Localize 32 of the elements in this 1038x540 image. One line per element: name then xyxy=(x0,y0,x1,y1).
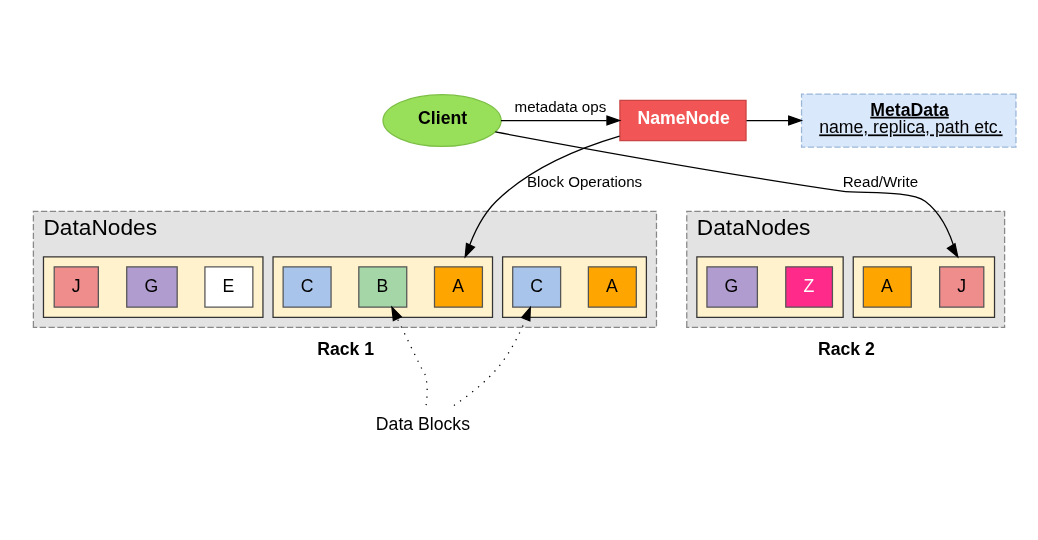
cluster xyxy=(696,256,844,318)
node-box: C xyxy=(282,266,332,308)
edge-label: Read/Write xyxy=(842,172,919,190)
node-box: C xyxy=(512,266,562,308)
node-box: NameNode xyxy=(619,99,747,142)
node-label: Rack 2 xyxy=(817,339,875,360)
arrow xyxy=(494,131,959,259)
node-box: MetaData name, replica, path etc. xyxy=(800,93,1017,148)
arrow xyxy=(464,135,621,259)
node-text: Data Blocks xyxy=(375,414,470,435)
cluster xyxy=(501,256,647,318)
node-box: Z xyxy=(785,266,834,308)
node-ellipse: Client xyxy=(382,94,502,148)
cluster xyxy=(42,256,264,318)
node-label: Rack 1 xyxy=(317,339,375,360)
node-box: A xyxy=(433,266,484,308)
node-box: J xyxy=(53,266,99,308)
cluster xyxy=(272,256,494,318)
node-box: A xyxy=(862,266,912,308)
node-box: E xyxy=(204,266,254,308)
node-box: G xyxy=(126,266,178,308)
arrow xyxy=(453,305,532,407)
edge-label: Block Operations xyxy=(527,172,643,190)
node-box: A xyxy=(587,266,637,308)
cluster xyxy=(852,256,996,318)
edge-label: metadata ops xyxy=(514,98,607,116)
node-box: J xyxy=(939,266,985,308)
arrow xyxy=(391,305,428,406)
arrow xyxy=(500,115,622,126)
arrow xyxy=(745,115,804,126)
node-box: G xyxy=(706,266,758,308)
node-box: B xyxy=(358,266,408,308)
